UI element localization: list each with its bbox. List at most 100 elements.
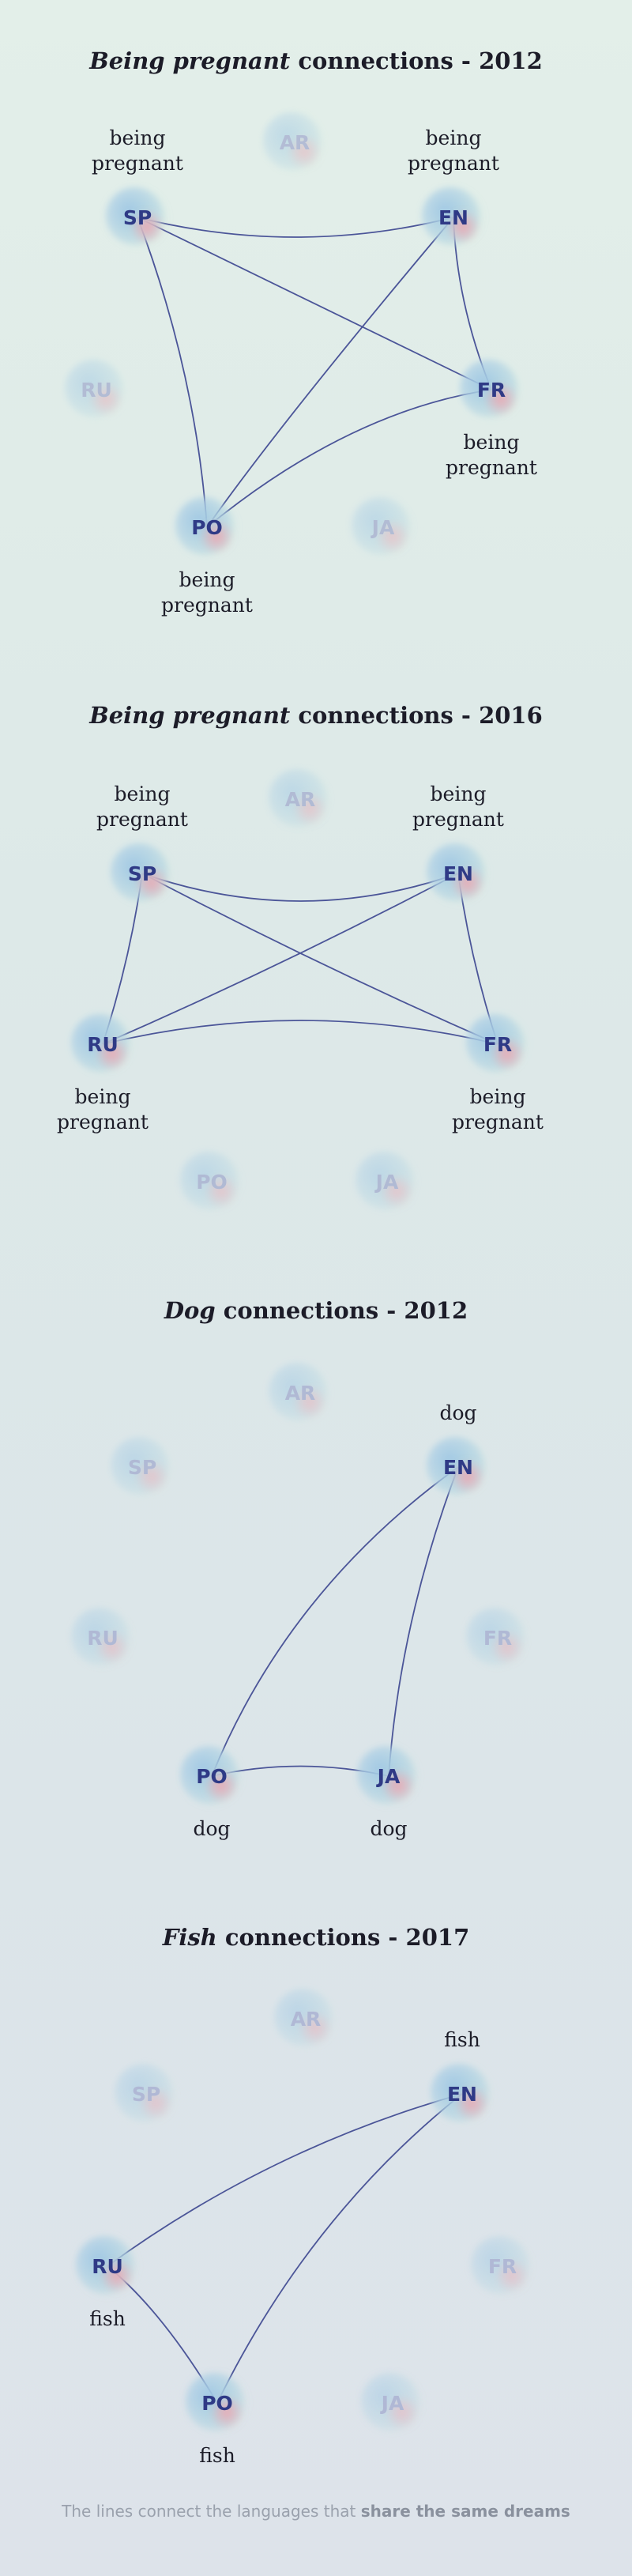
node-ja: JA — [361, 2371, 424, 2435]
word-line: being — [75, 1085, 131, 1108]
node-blush — [130, 209, 164, 244]
node-ar: AR — [269, 1361, 332, 1424]
node-ar: AR — [263, 111, 326, 174]
node-en: EN fish — [431, 2028, 494, 2125]
node-label: EN — [443, 1456, 473, 1479]
node-label: FR — [477, 379, 506, 402]
node-ar: AR — [274, 1987, 337, 2050]
title-rest: connections - 2012 — [290, 47, 543, 74]
edge-sp-po — [137, 217, 208, 528]
word-line: pregnant — [446, 456, 537, 479]
node-blush — [95, 1630, 130, 1665]
title-rest: connections - 2012 — [215, 1297, 468, 1324]
title-subject: Being pregnant — [89, 702, 291, 729]
node-ja: JA — [356, 1150, 419, 1213]
edge-en-po — [211, 1466, 459, 1777]
word-line: dog — [193, 1817, 230, 1840]
node-blush — [450, 866, 485, 900]
edge-sp-en — [137, 217, 454, 238]
edge-en-po — [216, 2093, 463, 2404]
node-label: EN — [447, 2083, 477, 2106]
node-label: JA — [374, 1171, 399, 1194]
node-label: SP — [123, 206, 152, 229]
node-en: EN dog — [427, 1401, 490, 1499]
word-line: dog — [439, 1401, 476, 1424]
node-blush — [134, 1459, 169, 1494]
edge-sp-fr — [137, 217, 492, 390]
node-blush — [204, 1174, 239, 1209]
node-blush — [292, 791, 327, 826]
node-fr: FR — [471, 2235, 534, 2298]
node-word-label: fish — [444, 2028, 480, 2051]
node-sp: SP — [111, 1435, 174, 1499]
node-word-label: fish — [89, 2307, 126, 2330]
panel-title: Dog connections - 2012 — [0, 1297, 632, 1324]
panel-title: Fish connections - 2017 — [0, 1924, 632, 1951]
edge-fr-po — [206, 389, 492, 528]
edge-sp-en — [141, 873, 459, 902]
edge-en-ru — [102, 873, 459, 1045]
node-blush — [100, 2258, 134, 2293]
node-ja: JA — [352, 496, 415, 559]
word-line: pregnant — [412, 808, 504, 831]
node-blush — [385, 2395, 419, 2430]
node-blush — [199, 519, 234, 554]
node-label: SP — [132, 2083, 160, 2106]
node-label: PO — [191, 516, 223, 539]
node-label: AR — [285, 1382, 316, 1405]
node-ar: AR — [269, 768, 332, 831]
node-blush — [381, 1768, 416, 1803]
node-label: PO — [196, 1171, 228, 1194]
node-blush — [287, 134, 322, 169]
title-subject: Dog — [164, 1297, 216, 1324]
node-fr: FR — [466, 1606, 529, 1669]
node-blush — [375, 519, 410, 554]
node-blush — [298, 2011, 333, 2046]
word-line: being — [470, 1085, 526, 1108]
word-line: fish — [199, 2444, 235, 2467]
node-blush — [490, 1036, 525, 1071]
word-line: fish — [89, 2307, 126, 2330]
word-line: being — [115, 783, 171, 805]
node-po: PO — [180, 1150, 243, 1213]
word-line: pregnant — [161, 594, 253, 617]
node-blush — [292, 1385, 327, 1420]
word-line: being — [464, 431, 520, 454]
footer-text: The lines connect the languages that — [62, 2502, 361, 2521]
edge-group — [107, 2093, 463, 2404]
node-blush — [495, 2258, 529, 2293]
node-word-label: dog — [439, 1401, 476, 1424]
node-blush — [490, 1630, 525, 1665]
word-line: dog — [370, 1817, 407, 1840]
footer-emphasis: share the same dreams — [360, 2502, 570, 2521]
edge-ru-fr — [102, 1020, 498, 1045]
node-blush — [204, 1768, 239, 1803]
panel-title: Being pregnant connections - 2012 — [0, 47, 632, 74]
edge-en-po — [206, 217, 454, 528]
node-blush — [454, 2086, 489, 2121]
node-blush — [483, 382, 518, 417]
node-blush — [88, 382, 123, 417]
node-label: FR — [483, 1627, 512, 1650]
title-subject: Fish — [162, 1924, 217, 1951]
node-blush — [138, 2086, 173, 2121]
word-line: being — [426, 126, 482, 149]
node-label: RU — [87, 1033, 118, 1056]
node-label: EN — [438, 206, 468, 229]
